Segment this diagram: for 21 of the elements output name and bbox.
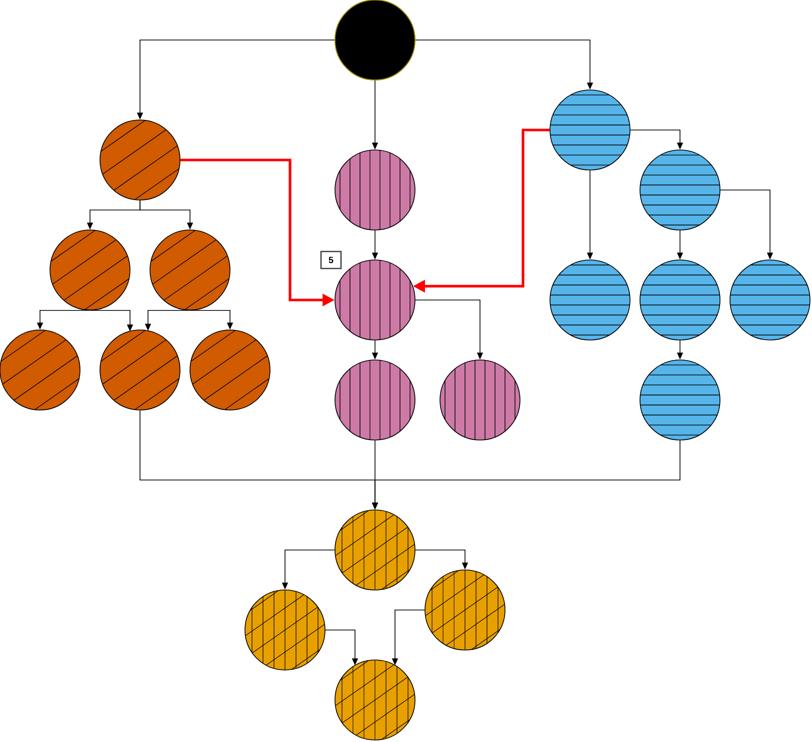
hatched-circle (334, 660, 416, 740)
hatched-circle (334, 260, 416, 340)
hatched-circle (100, 120, 180, 200)
hatched-circle (190, 330, 270, 410)
hatched-circle (640, 260, 720, 340)
hatched-circle (334, 360, 416, 440)
hatched-circle (640, 360, 720, 440)
hatched-circle (0, 330, 80, 410)
hatched-circle (640, 150, 720, 230)
hatched-circle (50, 230, 130, 310)
hatched-circle (150, 230, 230, 310)
hatched-circle (244, 590, 326, 670)
hatched-circle (550, 260, 630, 340)
number-box: 5 (320, 250, 342, 270)
hatched-circle (730, 260, 810, 340)
hatched-circle (334, 510, 416, 590)
hatched-circle (424, 570, 506, 650)
hatched-circle (334, 150, 416, 230)
hatched-circle (550, 90, 630, 170)
hatched-circle (100, 330, 180, 410)
hatched-circle (440, 360, 520, 440)
